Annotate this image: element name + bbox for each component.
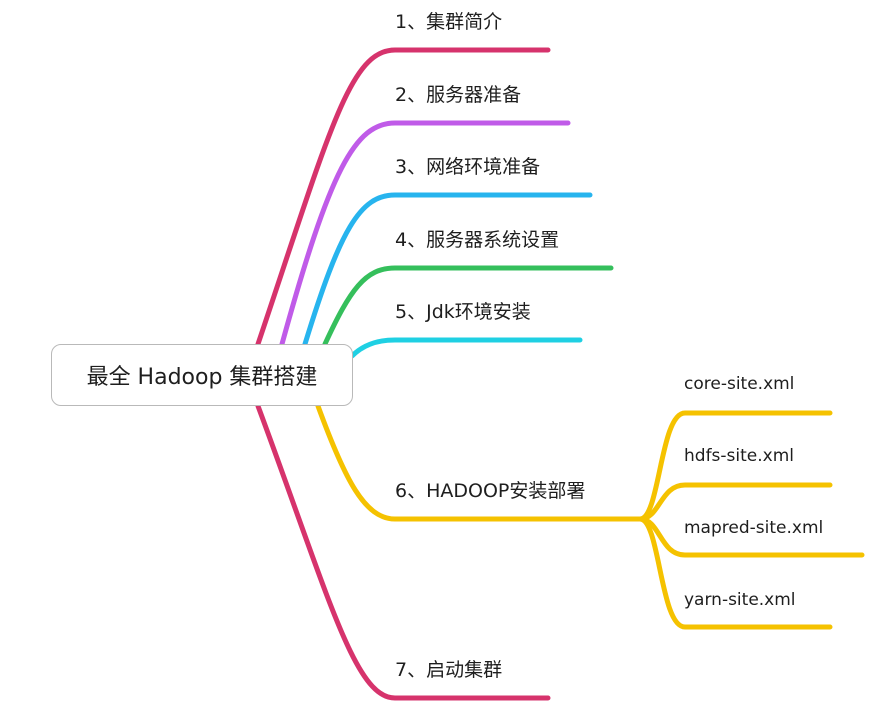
topic-label: 6、HADOOP安装部署 [395, 480, 586, 502]
subtopic-label: hdfs-site.xml [684, 446, 794, 466]
subtopic-mapred-site[interactable]: mapred-site.xml [684, 517, 823, 539]
sub-branch-line-yarn-site [637, 516, 833, 630]
topic-7-start-cluster[interactable]: 7、启动集群 [395, 658, 502, 682]
branch-line-topic-5 [349, 337, 583, 359]
subtopic-label: core-site.xml [684, 374, 795, 394]
topic-label: 2、服务器准备 [395, 84, 522, 106]
topic-4-system-settings[interactable]: 4、服务器系统设置 [395, 228, 559, 252]
branch-line-topic-6 [315, 403, 643, 522]
branch-line-topic-3 [302, 192, 593, 347]
topic-3-network-prep[interactable]: 3、网络环境准备 [395, 155, 540, 179]
topic-1-cluster-intro[interactable]: 1、集群简介 [395, 10, 502, 34]
subtopic-label: mapred-site.xml [684, 518, 824, 538]
central-topic-label: 最全 Hadoop 集群搭建 [86, 365, 318, 390]
topic-2-server-prep[interactable]: 2、服务器准备 [395, 83, 521, 107]
subtopic-yarn-site[interactable]: yarn-site.xml [684, 589, 796, 611]
topic-label: 5、Jdk环境安装 [395, 301, 531, 323]
subtopic-core-site[interactable]: core-site.xml [684, 373, 794, 395]
central-topic[interactable]: 最全 Hadoop 集群搭建 [51, 344, 353, 406]
subtopic-hdfs-site[interactable]: hdfs-site.xml [684, 445, 794, 467]
topic-label: 1、集群简介 [395, 11, 503, 33]
subtopic-label: yarn-site.xml [684, 590, 796, 610]
topic-label: 3、网络环境准备 [395, 156, 541, 178]
branch-line-topic-2 [279, 120, 571, 347]
branch-line-topic-7 [255, 403, 551, 701]
topic-6-hadoop-deploy[interactable]: 6、HADOOP安装部署 [395, 479, 585, 503]
topic-5-jdk-install[interactable]: 5、Jdk环境安装 [395, 300, 531, 324]
topic-label: 4、服务器系统设置 [395, 229, 560, 251]
sub-branch-line-core-site [637, 410, 833, 522]
sub-branch-line-hdfs-site [637, 482, 833, 522]
topic-label: 7、启动集群 [395, 659, 503, 681]
branch-line-topic-4 [322, 265, 614, 347]
branch-line-topic-1 [255, 47, 551, 347]
